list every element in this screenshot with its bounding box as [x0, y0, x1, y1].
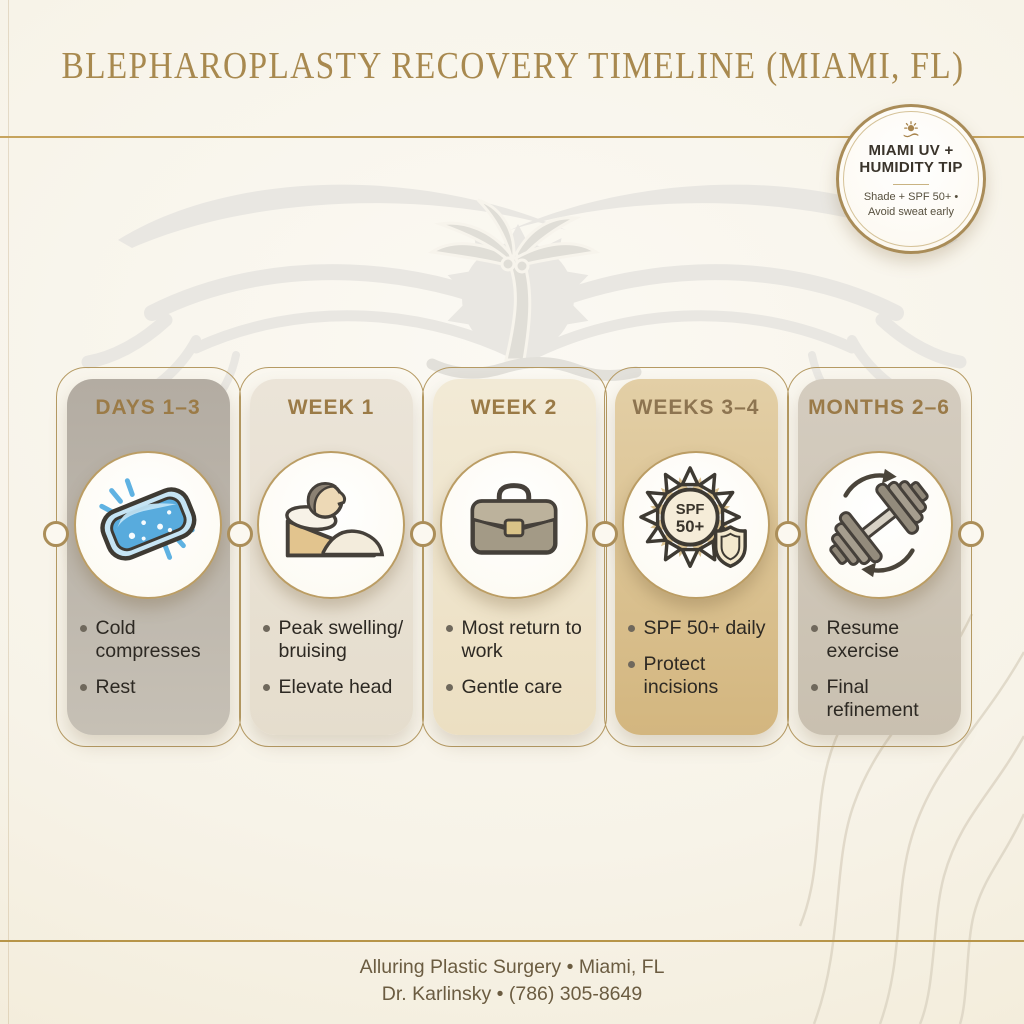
bullet-item: Final refinement: [810, 676, 957, 722]
card-stage-label: DAYS 1–3: [95, 396, 201, 419]
timeline-node: [227, 521, 253, 547]
bullet-text: Protect incisions: [643, 653, 719, 698]
bullet-item: Elevate head: [262, 676, 409, 699]
bullet-dot: [79, 684, 87, 691]
badge-title-line2: HUMIDITY TIP: [859, 158, 963, 176]
card-stage-label: WEEK 1: [287, 396, 375, 419]
bullet-dot: [262, 684, 270, 691]
ice-pack-icon: [89, 464, 207, 587]
footer-divider-line: [0, 940, 1024, 942]
card-outline: [238, 367, 424, 747]
timeline-node: [958, 521, 984, 547]
card-stage-label: MONTHS 2–6: [808, 396, 950, 419]
svg-text:SPF: SPF: [676, 502, 705, 518]
badge-divider: [893, 183, 929, 185]
head-elevated-icon: [272, 464, 390, 587]
card-stage-label: WEEK 2: [470, 396, 558, 419]
timeline-card: WEEKS 3–4 SPF 50+ SPF 50: [603, 367, 789, 747]
bullet-text: Peak swelling/bruising: [278, 617, 404, 662]
bullet-text: Rest: [95, 676, 136, 698]
uv-tip-badge: MIAMI UV + HUMIDITY TIP Shade + SPF 50+ …: [836, 104, 986, 254]
header-divider-line: [0, 136, 1024, 138]
bullet-item: Peak swelling/bruising: [262, 617, 409, 663]
svg-text:50+: 50+: [676, 516, 705, 535]
sun-icon: [839, 119, 983, 141]
timeline-node: [592, 521, 618, 547]
card-body: WEEKS 3–4 SPF 50+ SPF 50: [614, 379, 778, 735]
card-icon-circle: [257, 451, 405, 599]
bullet-item: Resume exercise: [810, 617, 957, 663]
card-icon-circle: [74, 451, 222, 599]
badge-tip-line1: Shade + SPF 50+ •: [863, 190, 959, 203]
clinic-name: Alluring Plastic Surgery • Miami, FL: [359, 956, 665, 978]
bullet-text: Most return to work: [461, 617, 582, 662]
briefcase-icon: [455, 464, 573, 587]
bullet-dot: [445, 684, 453, 691]
badge-tip-line2: Avoid sweat early: [867, 205, 954, 218]
bullet-item: Protect incisions: [627, 653, 774, 699]
timeline-node: [410, 521, 436, 547]
bullet-dot: [262, 625, 270, 632]
bullet-item: Most return to work: [445, 617, 592, 663]
bullet-dot: [445, 625, 453, 632]
bullet-item: Rest: [79, 676, 226, 699]
footer: Alluring Plastic Surgery • Miami, FL Dr.…: [0, 954, 1024, 1008]
bullet-dot: [810, 684, 818, 691]
bullet-text: Elevate head: [278, 676, 393, 698]
timeline-node: [43, 521, 69, 547]
card-icon-circle: [440, 451, 588, 599]
closed-eyes-palm-sun-watermark: [81, 184, 967, 408]
card-stage-label: WEEKS 3–4: [632, 396, 760, 419]
page-title: BLEPHAROPLASTY RECOVERY TIMELINE (MIAMI,…: [61, 45, 965, 87]
bullet-text: Resume exercise: [826, 617, 900, 662]
card-outline: [786, 367, 972, 747]
card-outline: [603, 367, 789, 747]
bullet-text: SPF 50+ daily: [643, 617, 766, 639]
timeline-node: [775, 521, 801, 547]
bullet-dot: [627, 661, 635, 668]
bullet-item: Gentle care: [445, 676, 592, 699]
bullet-text: Gentle care: [461, 676, 563, 698]
bullet-text: Final refinement: [826, 676, 919, 721]
bullet-item: Cold compresses: [79, 617, 226, 663]
card-outline: [421, 367, 607, 747]
left-edge-line: [8, 0, 9, 1024]
bullet-dot: [810, 625, 818, 632]
dumbbell-icon: [820, 464, 938, 587]
card-icon-circle: [805, 451, 953, 599]
card-outline: [55, 367, 241, 747]
bullet-item: SPF 50+ daily: [627, 617, 774, 640]
bullet-dot: [627, 625, 635, 632]
badge-title-line1: MIAMI UV +: [868, 142, 954, 159]
bullet-text: Cold compresses: [95, 617, 201, 662]
card-icon-circle: SPF 50+: [622, 451, 770, 599]
spf-shield-icon: SPF 50+: [637, 464, 755, 587]
doctor-phone: Dr. Karlinsky • (786) 305-8649: [381, 983, 643, 1005]
bullet-dot: [79, 625, 87, 632]
